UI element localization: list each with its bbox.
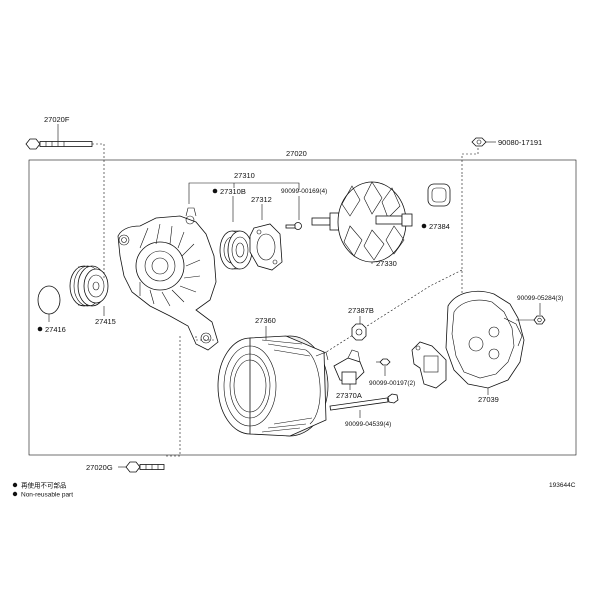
brush-holder-27370a [333, 349, 365, 385]
nut-90099-05284 [533, 315, 546, 325]
rear-end-cover-27039 [445, 290, 525, 389]
label-27312: 27312 [251, 195, 272, 204]
label-90099-00197: 90099-00197(2) [369, 380, 415, 387]
non-reusable-mark-27310b [212, 188, 218, 194]
legend-line-2: Non-reusable part [21, 492, 73, 499]
bolt-90099-04539 [329, 393, 399, 411]
assembly-frame [28, 159, 577, 456]
bearing-27310b [219, 230, 253, 270]
label-90099-00169: 90099-00169(4) [281, 188, 327, 195]
label-90080-17191: 90080-17191 [498, 138, 542, 147]
label-90099-04539: 90099-04539(4) [345, 421, 391, 428]
screw-90099-00169 [285, 222, 302, 230]
label-27020f: 27020F [44, 115, 70, 124]
insulator-27387b [351, 323, 367, 341]
regulator-bracket [411, 341, 447, 389]
rotor-27330 [311, 181, 413, 264]
label-27370a: 27370A [336, 391, 362, 400]
pulley-27415 [69, 265, 109, 307]
legend-bullet-2 [12, 491, 18, 497]
label-90099-05284: 90099-05284(3) [517, 295, 563, 302]
figure-reference-code: 193644C [549, 482, 576, 489]
label-27020: 27020 [286, 149, 307, 158]
seal-27384 [427, 183, 451, 207]
legend-line-1: 再使用不可部品 [21, 481, 67, 490]
label-27384: 27384 [429, 222, 450, 231]
drive-end-frame [117, 207, 219, 351]
label-27039: 27039 [478, 395, 499, 404]
bolt-27020f [25, 138, 93, 150]
stator-27360 [217, 335, 329, 437]
non-reusable-mark-27384 [421, 223, 427, 229]
bolt-27020g [125, 461, 165, 473]
legend-bullet-1 [12, 482, 18, 488]
cap-27416 [37, 285, 61, 315]
label-27330: 27330 [376, 259, 397, 268]
retainer-plate-27312 [249, 223, 283, 271]
screw-90099-00197 [376, 358, 391, 366]
label-27360: 27360 [255, 316, 276, 325]
label-27387b: 27387B [348, 306, 374, 315]
label-27020g: 27020G [86, 463, 113, 472]
label-27310: 27310 [234, 171, 255, 180]
non-reusable-mark-27416 [37, 326, 43, 332]
label-27416: 27416 [45, 325, 66, 334]
label-27415: 27415 [95, 317, 116, 326]
nut-90080-17191 [471, 137, 487, 147]
label-27310b: 27310B [220, 187, 246, 196]
